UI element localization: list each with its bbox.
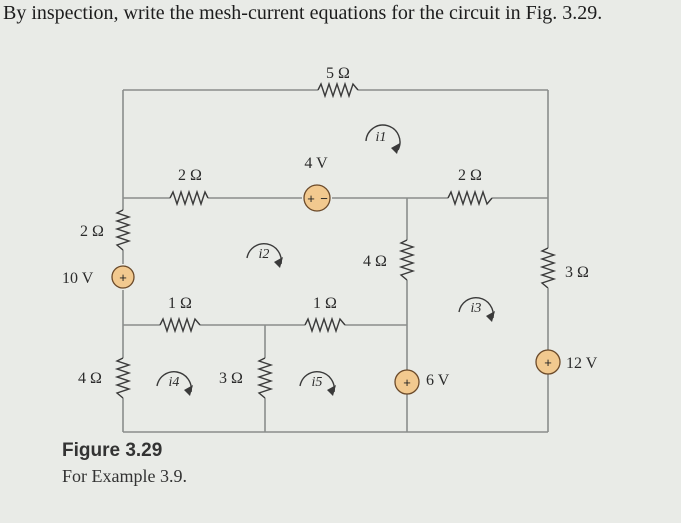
label-5ohm: 5 Ω — [326, 65, 350, 82]
svg-text:+: + — [119, 270, 127, 285]
svg-text:i5: i5 — [312, 375, 323, 390]
resistor-2ohm-right-top — [447, 189, 493, 207]
figure-caption: For Example 3.9. — [62, 466, 187, 486]
question-text: By inspection, write the mesh-current eq… — [3, 2, 603, 24]
label-1ohm-left: 1 Ω — [168, 295, 192, 312]
resistor-1ohm-mid-mid — [304, 316, 346, 334]
svg-text:+: + — [544, 355, 552, 370]
svg-text:+: + — [307, 191, 315, 206]
mesh-current-i4: i4 — [156, 371, 193, 396]
mesh-current-i3: i3 — [458, 297, 495, 322]
svg-text:i2: i2 — [259, 247, 270, 262]
label-6v: 6 V — [426, 372, 450, 389]
resistor-4ohm-left-bottom — [114, 357, 132, 399]
label-4v: 4 V — [304, 155, 328, 172]
voltage-source-12v: + — [535, 349, 561, 375]
svg-text:−: − — [320, 191, 328, 206]
label-4ohm-left-bottom: 4 Ω — [78, 370, 102, 387]
label-2ohm-right-top: 2 Ω — [458, 167, 482, 184]
svg-text:i1: i1 — [376, 130, 387, 145]
figure-title: Figure 3.29 — [62, 440, 163, 461]
resistor-3ohm-center-vertical — [256, 357, 274, 399]
resistor-3ohm-right-vertical — [539, 247, 557, 289]
resistor-2ohm-left-top — [169, 189, 209, 207]
mesh-current-i5: i5 — [299, 371, 336, 396]
label-1ohm-mid: 1 Ω — [313, 295, 337, 312]
mesh-current-i2: i2 — [246, 243, 283, 268]
label-3ohm-right: 3 Ω — [565, 264, 589, 281]
svg-text:+: + — [403, 375, 411, 390]
label-3ohm-center: 3 Ω — [219, 370, 243, 387]
mesh-current-i1: i1 — [365, 124, 401, 154]
resistor-5ohm-top — [317, 81, 359, 99]
resistor-2ohm-left-vertical — [114, 209, 132, 251]
label-2ohm-left-vertical: 2 Ω — [80, 223, 104, 240]
voltage-source-10v: + — [111, 265, 135, 289]
label-4ohm-mid: 4 Ω — [363, 253, 387, 270]
svg-text:i4: i4 — [169, 375, 180, 390]
resistor-1ohm-left-mid — [159, 316, 201, 334]
resistor-4ohm-mid-vertical — [398, 239, 416, 281]
svg-text:i3: i3 — [471, 301, 482, 316]
label-12v: 12 V — [566, 355, 598, 372]
voltage-source-6v: + — [394, 369, 420, 395]
label-2ohm-left-top: 2 Ω — [178, 167, 202, 184]
circuit-wires — [122, 89, 549, 433]
voltage-source-4v: + − — [303, 184, 331, 212]
label-10v: 10 V — [62, 270, 94, 287]
